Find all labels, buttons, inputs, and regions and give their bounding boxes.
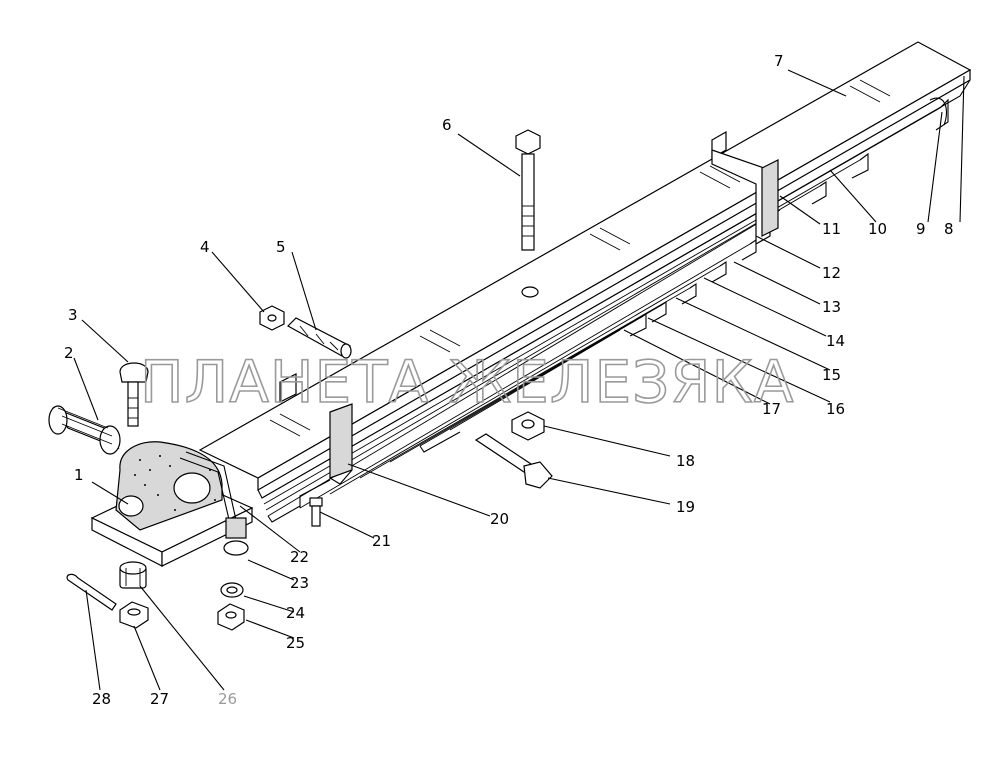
callout-21: 21 (372, 532, 391, 550)
callout-23: 23 (290, 574, 309, 592)
bolt-3 (119, 362, 149, 427)
callout-24: 24 (286, 604, 305, 622)
u-bolt (185, 451, 237, 521)
callout-12: 12 (822, 264, 841, 282)
callout-6: 6 (442, 116, 452, 134)
clamp-right (711, 130, 779, 246)
bracket-bolt-head (118, 495, 144, 517)
callout-3: 3 (68, 306, 78, 324)
leaf-15-end (651, 300, 667, 323)
center-bolt-6 (515, 129, 541, 251)
leaf-surface-hatching (269, 79, 891, 437)
leaf-spring-assembly (198, 41, 972, 523)
main-leaf-front-edge (257, 68, 971, 492)
nut-18 (511, 411, 545, 441)
bracket-eye (173, 472, 211, 504)
nut-4 (259, 305, 285, 331)
bolt-21 (309, 497, 323, 527)
clamp-left (279, 373, 353, 485)
leaf-8 (257, 79, 971, 499)
leader-lines (73, 69, 965, 691)
callout-7: 7 (774, 52, 784, 70)
leaf-12-end (741, 238, 757, 261)
leaf-9-end (935, 98, 949, 131)
nut-27 (119, 601, 149, 629)
center-bolt-hole (521, 286, 539, 298)
callout-27: 27 (150, 690, 169, 708)
leaf-14-end (681, 282, 697, 305)
callout-1: 1 (74, 466, 84, 484)
callout-8: 8 (944, 220, 954, 238)
callout-14: 14 (826, 332, 845, 350)
callout-9: 9 (916, 220, 926, 238)
nut-25 (217, 603, 245, 631)
callout-4: 4 (200, 238, 210, 256)
callout-22: 22 (290, 548, 309, 566)
callout-17: 17 (762, 400, 781, 418)
callout-5: 5 (276, 238, 286, 256)
leaf-13-end (711, 260, 727, 283)
callout-16: 16 (826, 400, 845, 418)
callout-2: 2 (64, 344, 74, 362)
callout-15: 15 (822, 366, 841, 384)
watermark: ПЛАНЕТА ЖЕЛЕЗЯКА (140, 348, 794, 416)
leaf-11-end (811, 180, 827, 205)
bolt-19 (474, 433, 553, 489)
callout-10: 10 (868, 220, 887, 238)
bracket-nut (225, 517, 247, 539)
front-bracket (90, 441, 254, 567)
leaf-10-end (851, 152, 869, 179)
castle-nut-26 (119, 561, 147, 589)
callout-labels: 1 2 3 4 5 6 7 8 9 10 11 12 13 14 15 16 1… (64, 52, 954, 708)
sleeve-5 (287, 317, 352, 359)
callout-13: 13 (822, 298, 841, 316)
cotter-pin-28 (66, 573, 117, 611)
callout-25: 25 (286, 634, 305, 652)
callout-26: 26 (218, 690, 237, 708)
callout-18: 18 (676, 452, 695, 470)
leaf-16-end (629, 312, 647, 337)
spring-eye-right (929, 97, 948, 126)
callout-19: 19 (676, 498, 695, 516)
bushing (48, 405, 121, 455)
bracket-texture (134, 455, 216, 511)
callout-20: 20 (490, 510, 509, 528)
callout-28: 28 (92, 690, 111, 708)
callout-11: 11 (822, 220, 841, 238)
washer-24 (220, 582, 244, 598)
